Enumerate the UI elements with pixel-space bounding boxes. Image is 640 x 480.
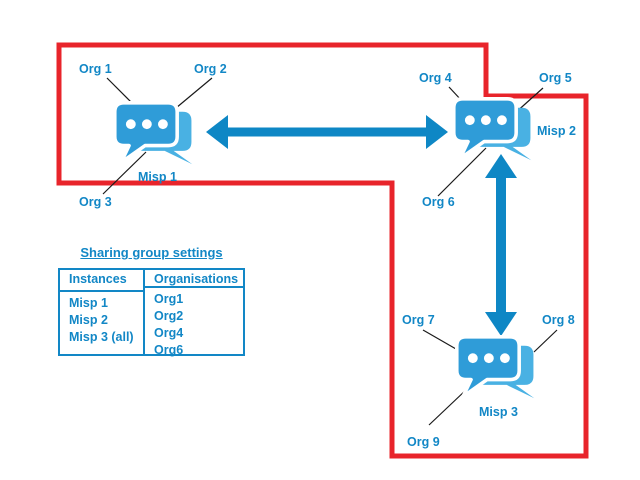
organisation-cell: Org1 xyxy=(154,292,184,306)
label-misp1: Misp 1 xyxy=(138,170,177,184)
instance-cell: Misp 1 xyxy=(69,296,108,310)
column-header-organisations: Organisations xyxy=(145,270,243,288)
column-header-instances: Instances xyxy=(60,270,143,292)
organisation-cell: Org6 xyxy=(154,343,184,357)
instances-cells: Misp 1 Misp 2 Misp 3 (all) xyxy=(60,292,143,346)
label-org7: Org 7 xyxy=(402,313,435,327)
misp2-chat-bubbles-icon xyxy=(452,97,534,163)
misp3-chat-bubbles-icon xyxy=(455,335,537,401)
table-column-organisations: Organisations Org1 Org2 Org4 Org6 xyxy=(145,270,243,357)
connector-org6 xyxy=(437,147,487,197)
connector-org2 xyxy=(175,77,213,109)
sharing-group-boundary xyxy=(56,42,589,459)
connector-org9 xyxy=(428,388,468,426)
instance-cell: Misp 2 xyxy=(69,313,108,327)
label-org4: Org 4 xyxy=(419,71,452,85)
label-misp2: Misp 2 xyxy=(537,124,576,138)
label-org8: Org 8 xyxy=(542,313,575,327)
connector-lines xyxy=(102,77,558,426)
label-org6: Org 6 xyxy=(422,195,455,209)
label-org1: Org 1 xyxy=(79,62,112,76)
connector-org1 xyxy=(106,77,134,105)
organisation-cell: Org2 xyxy=(154,309,184,323)
instance-cell: Misp 3 (all) xyxy=(69,330,134,344)
organisation-cell: Org4 xyxy=(154,326,184,340)
connector-org8 xyxy=(533,329,558,353)
label-misp3: Misp 3 xyxy=(479,405,518,419)
sharing-group-table: Instances Misp 1 Misp 2 Misp 3 (all) Org… xyxy=(58,268,245,357)
label-org2: Org 2 xyxy=(194,62,227,76)
sync-arrow-misp2-misp3 xyxy=(485,154,517,336)
connector-org7 xyxy=(422,329,457,350)
sharing-group-settings-title: Sharing group settings xyxy=(80,245,223,260)
connector-org3 xyxy=(102,151,147,195)
misp1-chat-bubbles-icon xyxy=(113,101,195,167)
label-org5: Org 5 xyxy=(539,71,572,85)
sync-arrow-misp1-misp2 xyxy=(206,115,448,149)
label-org9: Org 9 xyxy=(407,435,440,449)
table-column-instances: Instances Misp 1 Misp 2 Misp 3 (all) xyxy=(60,270,145,354)
organisations-cells: Org1 Org2 Org4 Org6 xyxy=(145,288,243,359)
label-org3: Org 3 xyxy=(79,195,112,209)
